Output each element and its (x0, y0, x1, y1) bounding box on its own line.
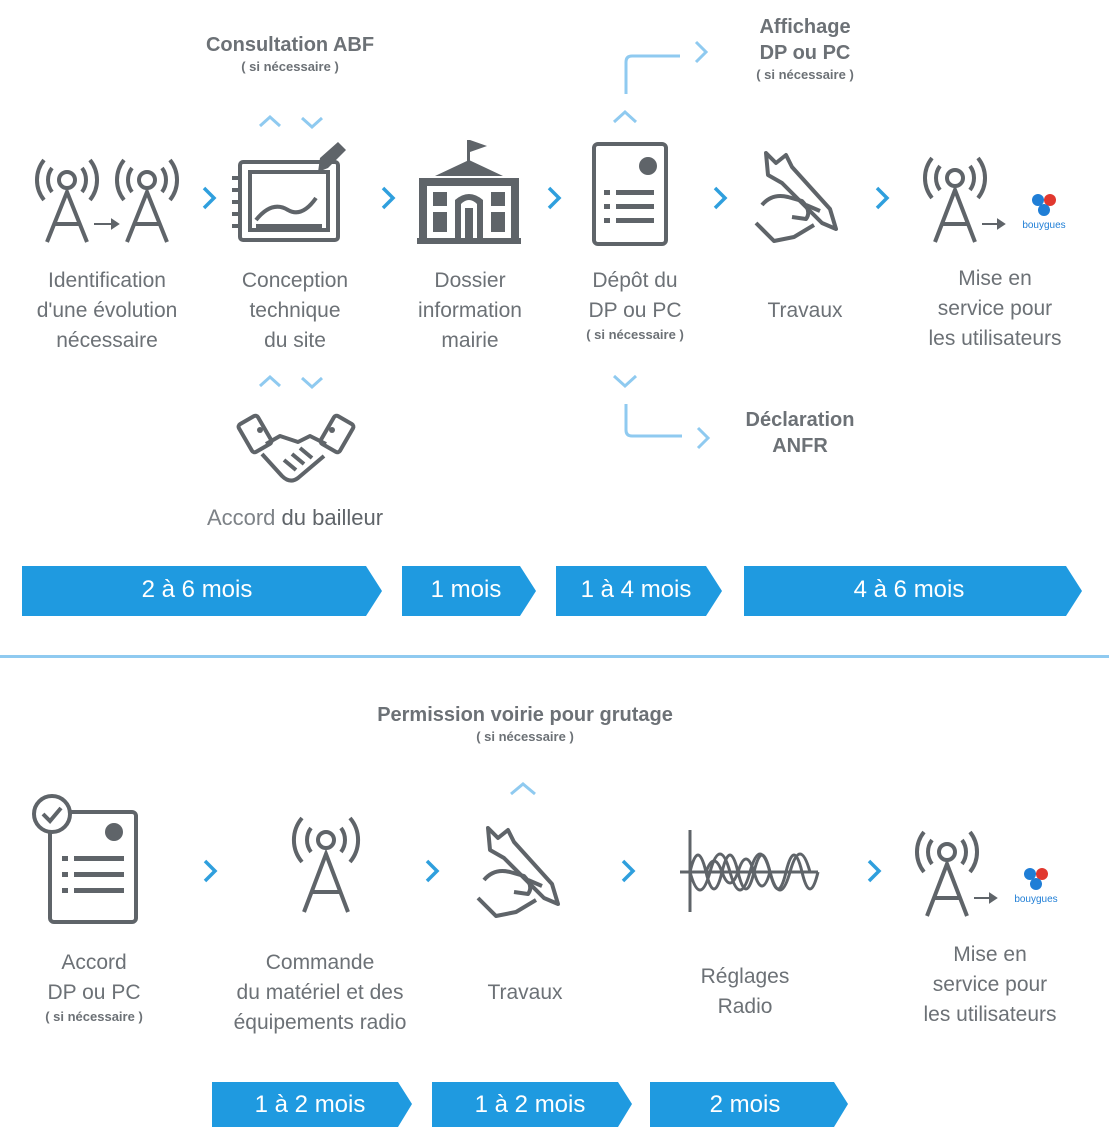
declaration-line2: ANFR (772, 435, 828, 457)
duration-bar-label: 1 à 4 mois (580, 576, 692, 603)
next-arrow-icon (867, 859, 882, 883)
permission-voirie-note: Permission voirie pour grutage ( si néce… (300, 702, 750, 746)
up-chevron-icon (510, 782, 536, 796)
next-arrow-icon (547, 186, 562, 210)
duration-bar-label: 1 mois (430, 576, 502, 603)
next-arrow-icon (621, 859, 636, 883)
declaration-connector-icon (612, 374, 711, 450)
town-hall-icon (417, 140, 521, 244)
antenna-to-bouygues-icon: bouygues (922, 156, 1066, 243)
consultation-abf-title: Consultation ABF (205, 34, 375, 56)
permission-subnote: ( si nécessaire ) (476, 729, 574, 744)
radio-wave-icon (680, 830, 820, 912)
duration-bar (744, 566, 1082, 616)
duration-bar-label: 2 mois (709, 1091, 781, 1118)
approved-document-icon (32, 794, 138, 924)
step-label-commande: Commande du matériel et des équipements … (233, 951, 407, 1034)
step-label-reglages: Réglages Radio (700, 965, 790, 1018)
duration-bar-label: 1 à 2 mois (254, 1091, 366, 1118)
antenna-to-bouygues-icon: bouygues (914, 830, 1058, 917)
duration-bar (22, 566, 382, 616)
antenna-icon (291, 816, 361, 913)
duration-bar (212, 1082, 412, 1127)
step-label-identification: Identification d'une évolution nécessair… (36, 269, 178, 352)
step-label-mise-en-service-2: Mise en service pour les utilisateurs (923, 943, 1057, 1026)
step-label-dossier: Dossier information mairie (418, 269, 522, 352)
accord-bailleur-part2: du bailleur (275, 505, 384, 530)
affichage-note: Affichage DP ou PC ( si nécessaire ) (720, 14, 890, 84)
next-arrow-icon (875, 186, 890, 210)
duration-bar-label: 1 à 2 mois (474, 1091, 586, 1118)
next-arrow-icon (203, 859, 218, 883)
permission-title: Permission voirie pour grutage (377, 704, 673, 726)
up-down-chevrons-icon (258, 374, 324, 390)
declaration-line1: Déclaration (745, 409, 855, 431)
step-label-depot: Dépôt du DP ou PC ( si nécessaire ) (586, 269, 684, 342)
duration-bar-label: 4 à 6 mois (853, 576, 965, 603)
handshake-icon (236, 413, 356, 483)
document-icon (592, 142, 668, 246)
next-arrow-icon (425, 859, 440, 883)
up-down-chevrons-icon (258, 114, 324, 130)
declaration-anfr-note: Déclaration ANFR (715, 407, 885, 459)
accord-bailleur-part1: Accord (206, 505, 276, 530)
affichage-line2: DP ou PC (759, 42, 851, 64)
duration-bar (432, 1082, 632, 1127)
next-arrow-icon (713, 186, 728, 210)
step-label-mise-en-service: Mise en service pour les utilisateurs (928, 267, 1062, 350)
next-arrow-icon (381, 186, 396, 210)
step-label-accord-dp: Accord DP ou PC ( si nécessaire ) (45, 951, 143, 1024)
consultation-abf-note: Consultation ABF ( si nécessaire ) (170, 32, 410, 76)
step-label-travaux-2: Travaux (487, 981, 563, 1004)
accord-bailleur-label: Accord du bailleur (160, 503, 430, 533)
section-divider (0, 655, 1109, 658)
antenna-to-antenna-icon (34, 158, 180, 243)
duration-bar-label: 2 à 6 mois (141, 576, 253, 603)
svg-text:bouygues: bouygues (1022, 220, 1065, 231)
duration-bar (650, 1082, 848, 1127)
affichage-line1: Affichage (759, 16, 851, 38)
affichage-subnote: ( si nécessaire ) (756, 67, 854, 82)
wrench-hand-icon (754, 151, 838, 243)
svg-text:bouygues: bouygues (1014, 894, 1057, 905)
affichage-connector-icon (612, 40, 709, 124)
step-label-travaux: Travaux (767, 299, 843, 322)
wrench-hand-icon (476, 826, 560, 918)
step-label-conception: Conception technique du site (241, 269, 349, 352)
consultation-abf-subnote: ( si nécessaire ) (241, 59, 339, 74)
next-arrow-icon (202, 186, 217, 210)
duration-bar (556, 566, 722, 616)
duration-bar (402, 566, 536, 616)
drawing-tablet-icon (232, 142, 346, 242)
